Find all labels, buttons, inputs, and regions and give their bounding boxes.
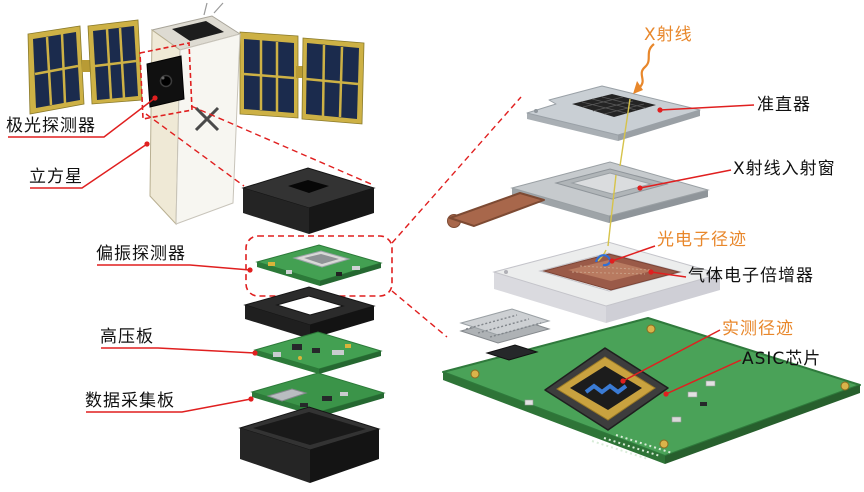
cubesat-body-icon xyxy=(149,2,242,226)
leader-dots xyxy=(144,95,669,402)
detector-stack-illustration xyxy=(238,167,393,483)
collimator-icon xyxy=(526,85,701,141)
label-photoelectron-track: 光电子径迹 xyxy=(657,230,747,250)
asic-chip-icon xyxy=(544,347,669,431)
soic-chip-icon xyxy=(485,344,539,361)
copper-arm-icon xyxy=(447,192,545,228)
label-data-acquisition-board: 数据采集板 xyxy=(85,391,175,411)
polarization-detector-highlight-box xyxy=(245,235,393,297)
label-xray: X射线 xyxy=(644,25,693,45)
label-cubesat: 立方星 xyxy=(29,167,83,187)
high-voltage-board-icon xyxy=(253,331,383,374)
label-high-voltage-board: 高压板 xyxy=(100,327,154,347)
photoelectron-track-icon xyxy=(594,254,612,267)
stack-base-box-icon xyxy=(238,406,381,483)
label-asic-chip: ASIC芯片 xyxy=(742,349,822,369)
stack-lid-icon xyxy=(241,167,376,234)
projection-dashed-lines xyxy=(145,96,522,338)
stack-spacer-frame-icon xyxy=(243,286,376,339)
cubesat-illustration xyxy=(27,2,365,226)
measured-track-icon xyxy=(584,383,628,395)
xray-beam-icon xyxy=(597,43,655,262)
aurora-detector-highlight-box xyxy=(139,42,193,120)
solar-wing-right-icon xyxy=(239,31,365,125)
xray-entrance-window-icon xyxy=(447,161,710,228)
label-aurora-detector: 极光探测器 xyxy=(6,116,96,136)
gas-electron-multiplier-icon xyxy=(492,241,722,323)
label-polarization-detector: 偏振探测器 xyxy=(96,244,186,264)
label-collimator: 准直器 xyxy=(757,95,811,115)
leader-lines xyxy=(8,97,755,413)
asic-pcb-illustration xyxy=(442,308,861,464)
polarization-detector-pcb-icon xyxy=(255,244,383,286)
label-xray-entrance-window: X射线入射窗 xyxy=(733,159,836,179)
label-gas-electron-multiplier: 气体电子倍增器 xyxy=(688,266,814,286)
aurora-detector-icon xyxy=(146,55,185,108)
pin-grid-connector-icon xyxy=(459,308,551,344)
label-measured-track: 实测径迹 xyxy=(722,319,794,339)
solar-wing-left-icon xyxy=(27,19,143,115)
